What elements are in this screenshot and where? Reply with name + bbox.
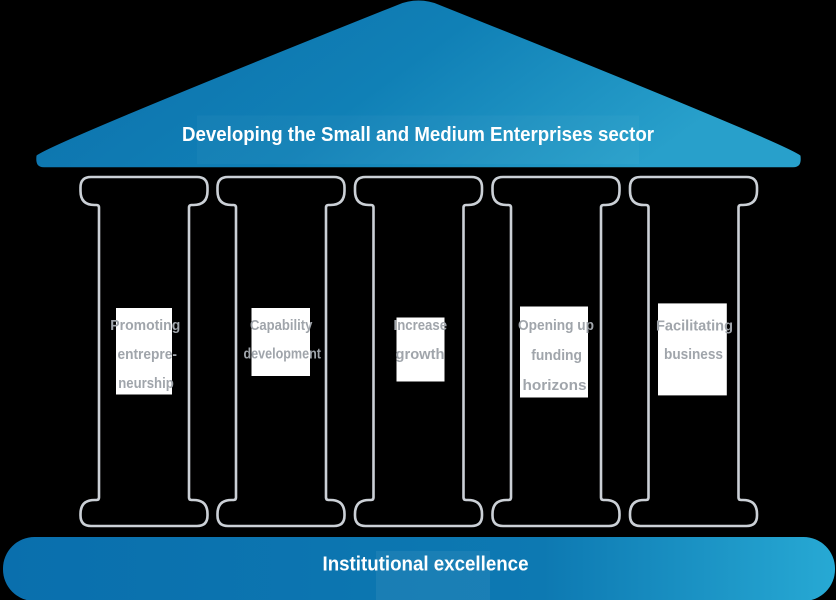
- svg-text:Capability: Capability: [250, 318, 313, 334]
- svg-text:Developing the Small and Mediu: Developing the Small and Medium Enterpri…: [182, 124, 654, 146]
- svg-text:horizons: horizons: [523, 378, 587, 394]
- svg-text:Facilitating: Facilitating: [656, 319, 733, 335]
- svg-text:Opening up: Opening up: [518, 318, 594, 334]
- svg-text:Institutional excellence: Institutional excellence: [323, 554, 529, 576]
- svg-text:Increase: Increase: [394, 318, 448, 334]
- svg-text:funding: funding: [531, 348, 582, 364]
- svg-text:neurship: neurship: [118, 376, 174, 392]
- svg-text:business: business: [664, 347, 723, 363]
- svg-text:development: development: [243, 347, 321, 363]
- svg-text:Promoting: Promoting: [110, 318, 180, 334]
- svg-text:growth: growth: [396, 347, 445, 363]
- svg-text:entrepre-: entrepre-: [117, 347, 177, 363]
